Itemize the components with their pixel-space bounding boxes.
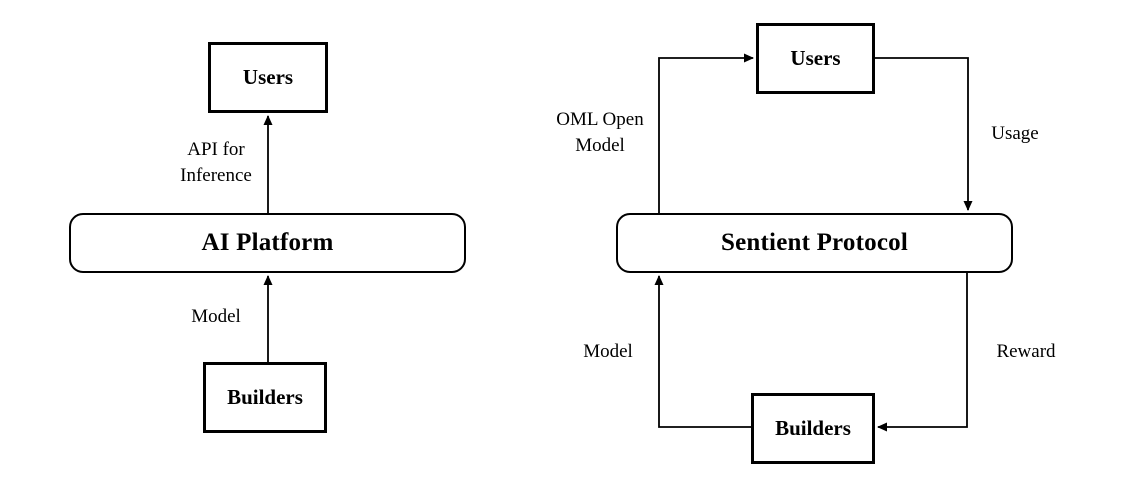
arrow-usage	[875, 57, 973, 211]
label-reward: Reward	[996, 341, 1056, 362]
label-usage: Usage	[991, 123, 1039, 144]
left-builders-node: Builders	[203, 362, 327, 433]
arrow-model-right	[654, 275, 751, 428]
arrow-oml-open-model	[658, 53, 754, 213]
label-model-right: Model	[583, 341, 633, 362]
label-api-for-inference: API for Inference	[180, 139, 252, 186]
left-ai-platform-node: AI Platform	[69, 213, 466, 273]
arrow-reward	[877, 273, 968, 432]
label-oml-open-model: OML Open Model	[556, 109, 644, 156]
right-users-node: Users	[756, 23, 875, 94]
right-sentient-protocol-node: Sentient Protocol	[616, 213, 1013, 273]
left-users-node: Users	[208, 42, 328, 113]
label-model-left: Model	[191, 306, 241, 327]
right-builders-node: Builders	[751, 393, 875, 464]
